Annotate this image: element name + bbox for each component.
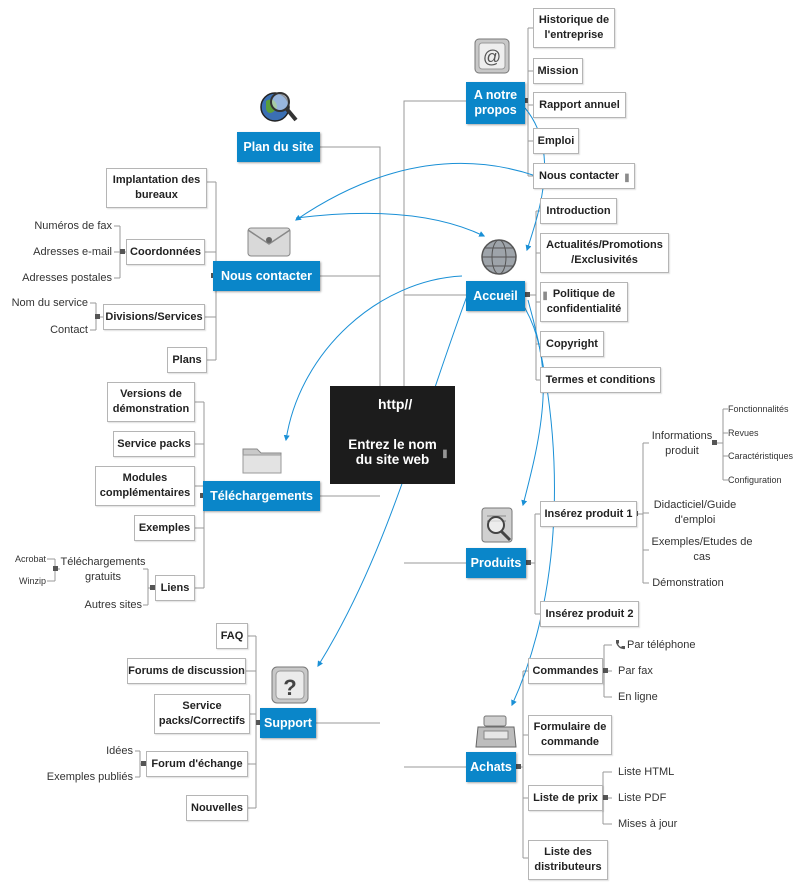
question-mark-icon: ?: [271, 666, 309, 704]
map-magnifier-icon: [260, 92, 298, 122]
acrobat-topic[interactable]: Acrobat: [14, 553, 46, 564]
plans-topic[interactable]: Plans: [167, 347, 207, 373]
service-packs-topic[interactable]: Service packs: [113, 431, 195, 457]
a-notre-propos-topic[interactable]: A notre propos: [466, 82, 525, 124]
actualites-topic[interactable]: Actualités/Promotions /Exclusivités: [540, 233, 669, 273]
attachment-icon: ⫼: [442, 449, 447, 459]
email-icon: @: [474, 38, 510, 74]
nouvelles-topic[interactable]: Nouvelles: [186, 795, 248, 821]
commandes-topic[interactable]: Commandes: [528, 658, 603, 684]
attachment-icon: ⫼: [624, 173, 629, 183]
distributeurs-topic[interactable]: Liste des distributeurs: [528, 840, 608, 880]
forum-echange-topic[interactable]: Forum d'échange: [146, 751, 248, 777]
forums-discussion-topic[interactable]: Forums de discussion: [127, 658, 246, 684]
emploi-topic[interactable]: Emploi: [533, 128, 579, 154]
liens-topic[interactable]: Liens: [155, 575, 195, 601]
liste-html-topic[interactable]: Liste HTML: [618, 765, 675, 778]
document-search-icon: [481, 507, 513, 543]
exemples-publies-topic[interactable]: Exemples publiés: [46, 770, 133, 783]
central-topic[interactable]: http// Entrez le nom du site web ⫼: [330, 386, 455, 484]
faq-topic[interactable]: FAQ: [216, 623, 248, 649]
politique-topic[interactable]: Politique de confidentialité ⫼: [540, 282, 628, 322]
produit-1-topic[interactable]: Insérez produit 1: [540, 501, 637, 527]
phone-icon: [616, 640, 625, 650]
adresses-postales-topic[interactable]: Adresses postales: [22, 271, 112, 284]
historique-topic[interactable]: Historique de l'entreprise: [533, 8, 615, 48]
winzip-topic[interactable]: Winzip: [18, 575, 46, 586]
nous-contacter-link-label: Nous contacter: [539, 169, 620, 182]
svg-text:?: ?: [283, 675, 296, 700]
central-topic-title: Entrez le nom du site web: [348, 437, 437, 467]
service-packs-correctifs-topic[interactable]: Service packs/Correctifs: [154, 694, 250, 734]
formulaire-topic[interactable]: Formulaire de commande: [528, 715, 612, 755]
svg-text:@: @: [483, 47, 501, 67]
folder-icon: [242, 448, 282, 474]
telechargements-topic[interactable]: Téléchargements: [203, 481, 320, 511]
divisions-topic[interactable]: Divisions/Services: [103, 304, 205, 330]
fonctionnalites-topic[interactable]: Fonctionnalités: [728, 403, 789, 414]
modules-topic[interactable]: Modules complémentaires: [95, 466, 195, 506]
liste-pdf-topic[interactable]: Liste PDF: [618, 791, 667, 804]
achats-topic[interactable]: Achats: [466, 752, 516, 782]
numeros-fax-topic[interactable]: Numéros de fax: [34, 219, 112, 232]
versions-demo-topic[interactable]: Versions de démonstration: [107, 382, 195, 422]
produit-2-topic[interactable]: Insérez produit 2: [540, 601, 639, 627]
par-telephone-topic[interactable]: Par téléphone: [627, 638, 696, 651]
implantation-topic[interactable]: Implantation des bureaux: [106, 168, 207, 208]
coordonnees-topic[interactable]: Coordonnées: [126, 239, 205, 265]
support-topic[interactable]: Support: [260, 708, 316, 738]
exemples-etudes-topic[interactable]: Exemples/Etudes de cas: [651, 536, 753, 563]
informations-produit-topic[interactable]: Informations produit: [651, 430, 713, 457]
accueil-topic[interactable]: Accueil: [466, 281, 525, 311]
nom-du-service-topic[interactable]: Nom du service: [11, 296, 88, 309]
mises-a-jour-topic[interactable]: Mises à jour: [618, 817, 678, 830]
attachment-icon: ⫼: [543, 291, 548, 301]
cash-register-icon: [475, 715, 517, 748]
rapport-annuel-topic[interactable]: Rapport annuel: [533, 92, 626, 118]
didacticiel-topic[interactable]: Didacticiel/Guide d'emploi: [653, 499, 737, 526]
copyright-topic[interactable]: Copyright: [540, 331, 604, 357]
par-fax-topic[interactable]: Par fax: [618, 664, 653, 677]
politique-label: Politique de confidentialité: [546, 288, 622, 315]
idees-topic[interactable]: Idées: [106, 744, 133, 757]
contact-topic[interactable]: Contact: [50, 323, 88, 336]
liste-de-prix-topic[interactable]: Liste de prix: [528, 785, 603, 811]
mission-topic[interactable]: Mission: [533, 58, 583, 84]
produits-topic[interactable]: Produits: [466, 548, 526, 578]
revues-topic[interactable]: Revues: [728, 427, 759, 438]
introduction-topic[interactable]: Introduction: [540, 198, 617, 224]
telechargements-gratuits-topic[interactable]: Téléchargements gratuits: [60, 556, 146, 583]
autres-sites-topic[interactable]: Autres sites: [84, 598, 142, 611]
http-label: http//: [378, 396, 413, 412]
termes-topic[interactable]: Termes et conditions: [540, 367, 661, 393]
globe-icon: [481, 239, 517, 275]
plan-du-site-topic[interactable]: Plan du site: [237, 132, 320, 162]
nous-contacter-topic[interactable]: Nous contacter: [213, 261, 320, 291]
caracteristiques-topic[interactable]: Caractéristiques: [728, 450, 794, 461]
envelope-icon: [247, 227, 291, 257]
en-ligne-topic[interactable]: En ligne: [618, 690, 658, 703]
exemples-topic[interactable]: Exemples: [134, 515, 195, 541]
nous-contacter-link-topic[interactable]: Nous contacter ⫼: [533, 163, 635, 189]
demonstration-topic[interactable]: Démonstration: [652, 576, 724, 589]
adresses-email-topic[interactable]: Adresses e-mail: [33, 245, 112, 258]
configuration-topic[interactable]: Configuration: [728, 474, 782, 485]
